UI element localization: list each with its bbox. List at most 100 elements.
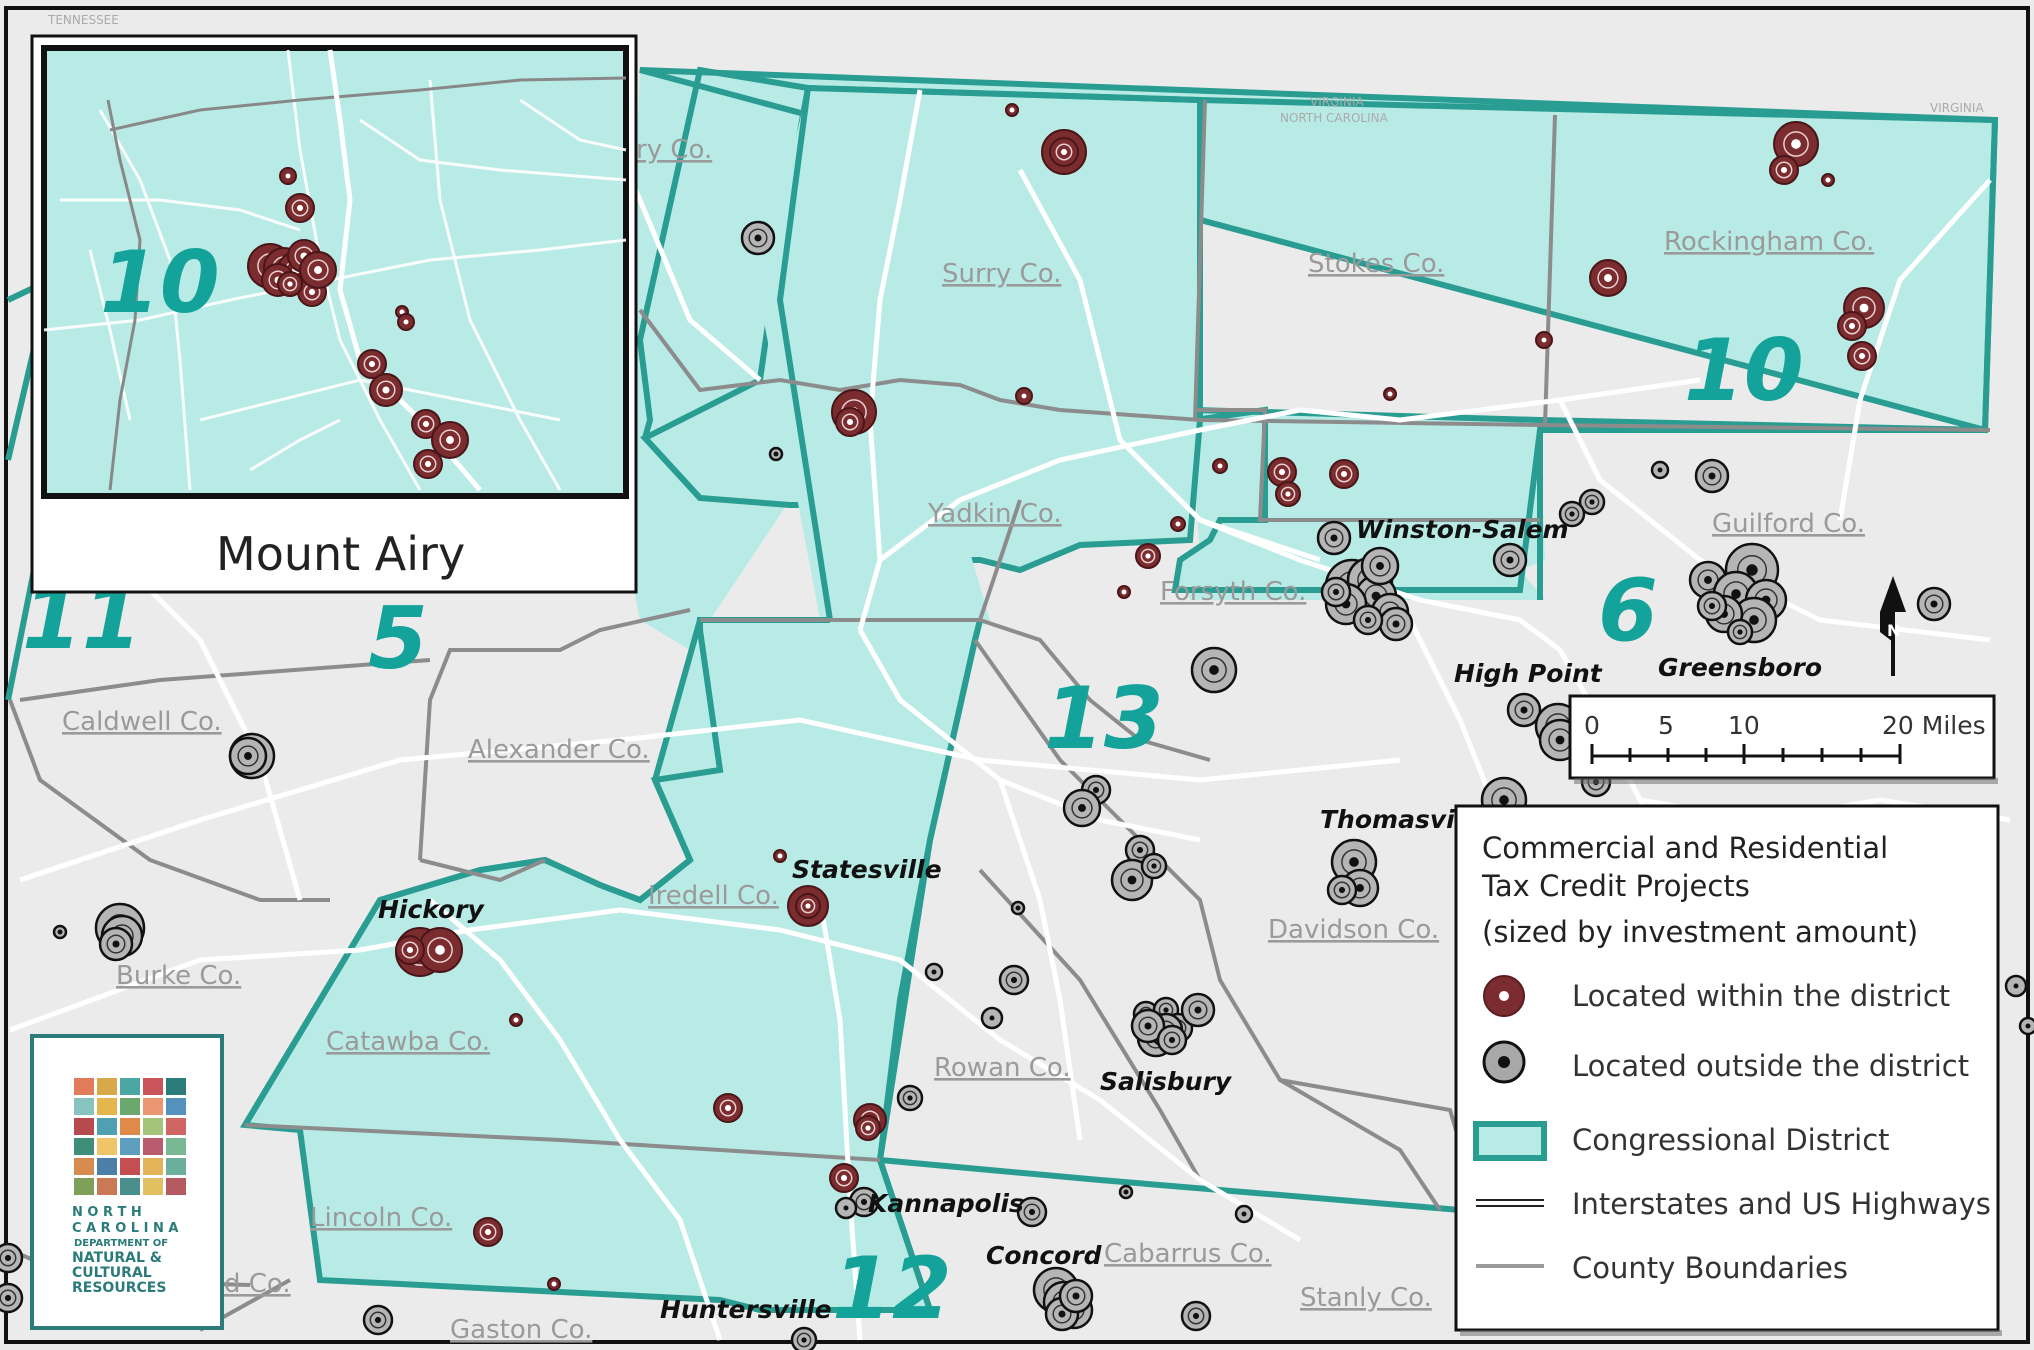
inset-marker-15 bbox=[431, 421, 469, 459]
marker-outside-46 bbox=[52, 924, 68, 940]
city-label-salisbury: Salisbury bbox=[1100, 1067, 1233, 1096]
marker-outside-73 bbox=[0, 1282, 24, 1314]
logo-tile bbox=[166, 1078, 186, 1095]
marker-within-22 bbox=[773, 849, 787, 863]
inset-marker-14 bbox=[411, 409, 441, 439]
city-label-huntersville: Huntersville bbox=[660, 1295, 832, 1324]
marker-outside-39 bbox=[1140, 852, 1168, 880]
markers-outside bbox=[0, 220, 2034, 1350]
inset-marker-9 bbox=[277, 271, 303, 297]
legend-highway-symbol bbox=[1476, 1199, 1544, 1207]
marker-outside-24 bbox=[1360, 546, 1400, 586]
marker-outside-48 bbox=[998, 964, 1030, 996]
county-labels: Surry Co. Stokes Co. Rockingham Co. Yadk… bbox=[62, 135, 1874, 1345]
logo-line4: NATURAL & bbox=[72, 1250, 162, 1266]
marker-outside-66 bbox=[1058, 1278, 1094, 1314]
logo-tile bbox=[166, 1138, 186, 1155]
marker-outside-7 bbox=[1558, 500, 1586, 528]
logo-line2: C A R O L I N A bbox=[72, 1221, 178, 1236]
logo-tile bbox=[120, 1178, 140, 1195]
logo-tile bbox=[74, 1138, 94, 1155]
county-label-iredell: Iredell Co. bbox=[648, 881, 779, 911]
marker-outside-57 bbox=[1180, 992, 1216, 1028]
legend-outside-label: Located outside the district bbox=[1572, 1049, 1969, 1083]
marker-within-14 bbox=[835, 407, 865, 437]
logo-tile bbox=[143, 1098, 163, 1115]
logo-tile bbox=[166, 1158, 186, 1175]
logo-tile bbox=[143, 1138, 163, 1155]
marker-outside-0 bbox=[740, 220, 776, 256]
district-outline-b bbox=[242, 617, 830, 1127]
inset-title: Mount Airy bbox=[216, 527, 465, 581]
county-label-forsyth: Forsyth Co. bbox=[1160, 577, 1306, 607]
marker-within-21 bbox=[1117, 585, 1131, 599]
logo-line1: N O R T H bbox=[72, 1205, 142, 1220]
marker-outside-70 bbox=[362, 1304, 394, 1336]
markers-within bbox=[395, 103, 1885, 1291]
legend-district-label: Congressional District bbox=[1572, 1123, 1890, 1157]
legend-outside-symbol bbox=[1482, 1040, 1526, 1084]
inset-marker-16 bbox=[413, 449, 443, 479]
district-number-5: 5 bbox=[368, 589, 428, 689]
marker-within-34 bbox=[547, 1277, 561, 1291]
marker-outside-22 bbox=[1352, 604, 1384, 636]
district-outline-f bbox=[636, 66, 809, 501]
inset-marker-12 bbox=[357, 349, 387, 379]
marker-within-26 bbox=[417, 927, 463, 973]
county-label-guilford: Guilford Co. bbox=[1712, 509, 1865, 539]
marker-outside-75 bbox=[2018, 1016, 2034, 1036]
scale-label-20: 20 Miles bbox=[1882, 711, 1986, 740]
marker-outside-6 bbox=[1578, 488, 1606, 516]
marker-within-11 bbox=[1383, 387, 1397, 401]
legend-within-symbol bbox=[1483, 975, 1525, 1017]
marker-within-9 bbox=[1847, 341, 1877, 371]
city-label-greensboro: Greensboro bbox=[1658, 653, 1822, 682]
scale-label-5: 5 bbox=[1658, 711, 1674, 740]
scale-label-0: 0 bbox=[1584, 711, 1600, 740]
marker-outside-61 bbox=[1016, 1196, 1048, 1228]
marker-within-10 bbox=[1535, 331, 1553, 349]
inset-railway bbox=[106, 99, 142, 491]
logo-tile bbox=[120, 1138, 140, 1155]
logo-tile bbox=[143, 1078, 163, 1095]
inset-marker-0 bbox=[279, 167, 297, 185]
state-label-virginia-1: VIRGINIA bbox=[1310, 95, 1364, 109]
logo-tile bbox=[74, 1118, 94, 1135]
district-number-12: 12 bbox=[832, 1239, 952, 1339]
marker-outside-58 bbox=[896, 1084, 924, 1112]
marker-outside-67 bbox=[1180, 1300, 1212, 1332]
district-number-6: 6 bbox=[1598, 561, 1658, 661]
ncdncr-logo: N O R T H C A R O L I N A DEPARTMENT OF … bbox=[30, 1034, 224, 1330]
legend-within-label: Located within the district bbox=[1572, 979, 1950, 1013]
logo-tile bbox=[97, 1078, 117, 1095]
marker-outside-47 bbox=[924, 962, 944, 982]
legend-county-label: County Boundaries bbox=[1572, 1251, 1848, 1285]
marker-within-19 bbox=[1170, 516, 1186, 532]
marker-outside-71 bbox=[790, 1326, 818, 1350]
inset-marker-11 bbox=[397, 313, 415, 331]
logo-tile bbox=[120, 1158, 140, 1175]
marker-within-2 bbox=[1049, 137, 1079, 167]
marker-outside-3 bbox=[1916, 586, 1952, 622]
county-label-surry: Surry Co. bbox=[942, 259, 1061, 289]
marker-within-0 bbox=[1005, 103, 1019, 117]
logo-tile bbox=[120, 1098, 140, 1115]
marker-within-28 bbox=[509, 1013, 523, 1027]
logo-line6: RESOURCES bbox=[72, 1280, 166, 1296]
marker-within-24 bbox=[795, 893, 821, 919]
logo-tile bbox=[120, 1118, 140, 1135]
logo-tile bbox=[143, 1118, 163, 1135]
logo-tile bbox=[97, 1098, 117, 1115]
county-label-gaston: Gaston Co. bbox=[450, 1315, 592, 1345]
north-arrow: N bbox=[1880, 576, 1906, 676]
marker-outside-1 bbox=[768, 446, 784, 462]
marker-outside-5 bbox=[1650, 460, 1670, 480]
marker-outside-14 bbox=[1726, 618, 1754, 646]
district-number-10: 10 bbox=[1684, 321, 1804, 421]
marker-outside-74 bbox=[2004, 974, 2028, 998]
logo-tile bbox=[97, 1118, 117, 1135]
county-label-cabarrus: Cabarrus Co. bbox=[1104, 1239, 1272, 1269]
county-label-davidson: Davidson Co. bbox=[1268, 915, 1439, 945]
marker-outside-68 bbox=[1234, 1204, 1254, 1224]
